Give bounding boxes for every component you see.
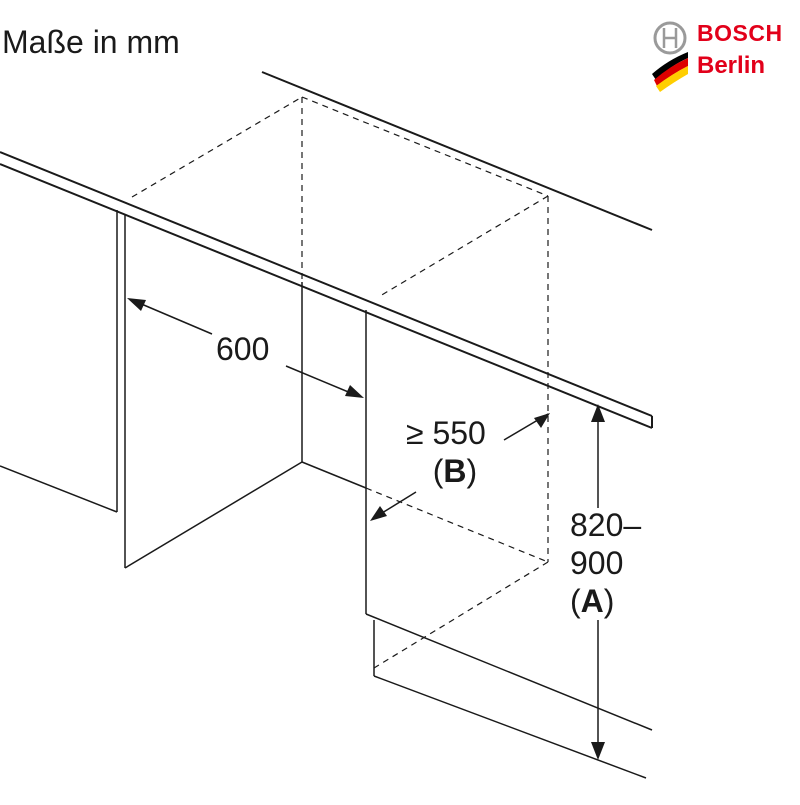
countertop-front-edge-bottom xyxy=(0,163,653,429)
right-cabinet-plinth-bottom xyxy=(373,675,647,779)
brand-subtitle: Berlin xyxy=(697,52,766,79)
width-dimension-label: 600 xyxy=(216,331,270,367)
german-flag-icon xyxy=(652,52,688,92)
countertop-back-edge xyxy=(261,71,653,231)
height-code-group: (A) xyxy=(570,582,641,620)
box-bottom-front xyxy=(373,561,549,669)
height-dimension-label: 820– 900 (A) xyxy=(570,506,641,620)
depth-arrow-bottom xyxy=(370,506,387,521)
width-dim-line-left xyxy=(131,299,213,335)
height-code-close: ) xyxy=(603,583,615,619)
brand-name: BOSCH xyxy=(697,20,783,46)
height-code-open: ( xyxy=(570,583,581,619)
countertop-front-edge-top xyxy=(0,151,653,417)
box-top-left xyxy=(131,96,303,198)
niche-floor-back xyxy=(301,461,367,489)
height-line2: 900 xyxy=(570,545,624,581)
height-arrow-bottom xyxy=(591,742,605,760)
box-top-back xyxy=(301,96,549,197)
left-cabinet-bottom xyxy=(0,465,118,513)
width-dim-line-right xyxy=(285,365,359,397)
box-top-right xyxy=(379,195,549,297)
depth-code-group: (B) xyxy=(424,452,486,490)
page-title: Maße in mm xyxy=(2,24,180,60)
depth-code-open: ( xyxy=(432,453,444,489)
depth-dimension-label: ≥ 550 (B) xyxy=(406,414,486,490)
depth-arrow-top xyxy=(534,413,550,428)
right-cabinet-plinth-top xyxy=(365,613,653,731)
depth-code-close: ) xyxy=(466,453,478,489)
bosch-logo-icon xyxy=(653,21,687,55)
niche-floor-left xyxy=(124,461,303,569)
depth-value: ≥ 550 xyxy=(406,415,486,451)
height-line1: 820– xyxy=(570,507,642,543)
height-arrow-top xyxy=(591,404,605,422)
depth-code: B xyxy=(443,453,467,489)
height-code: A xyxy=(580,583,604,619)
width-arrow-left xyxy=(127,298,146,311)
width-arrow-right xyxy=(345,385,364,398)
box-bottom-back xyxy=(365,487,549,563)
